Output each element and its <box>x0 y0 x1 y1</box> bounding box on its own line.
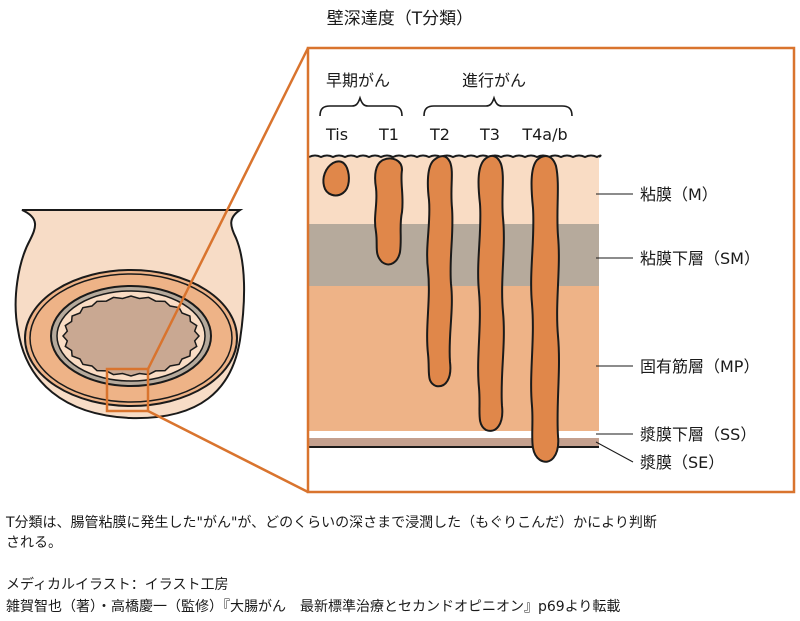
colon-cross-section <box>14 209 246 420</box>
credit-illustration: メディカルイラスト：イラスト工房 <box>6 577 229 593</box>
zoom-connector-bottom <box>147 409 309 494</box>
layer-band-serosa <box>309 438 599 446</box>
zoom-source-box <box>105 367 150 413</box>
t-label-t1: T1 <box>378 125 399 144</box>
group-label-advanced: 進行がん <box>462 71 526 90</box>
page-title: 壁深達度（T分類） <box>326 9 474 29</box>
bracket-early <box>319 95 403 117</box>
t-label-tis: Tis <box>325 125 348 144</box>
caption-line-1: T分類は、腸管粘膜に発生した"がん"が、どのくらいの深さまで浸潤した（もぐりこん… <box>6 515 657 531</box>
bracket-advanced <box>423 95 573 117</box>
layer-label-muscularis: 固有筋層（MP） <box>640 357 759 376</box>
zoom-connector-top <box>146 47 310 370</box>
tumor-t4 <box>530 155 560 463</box>
tumor-t1 <box>374 157 404 266</box>
layer-label-submucosa: 粘膜下層（SM） <box>640 249 760 268</box>
layer-label-mucosa: 粘膜（M） <box>640 185 718 204</box>
t-label-t4ab: T4a/b <box>521 125 567 144</box>
leader-serosa <box>595 441 634 463</box>
tumor-tis <box>322 160 350 197</box>
mucosal-surface-line <box>308 154 602 159</box>
layer-label-serosa: 漿膜（SE） <box>640 453 724 472</box>
layer-band-subserosa <box>309 431 599 438</box>
t-label-t3: T3 <box>479 125 500 144</box>
credit-source: 雑賀智也（著）・高橋慶一（監修）『大腸がん 最新標準治療とセカンドオピニオン』p… <box>6 599 621 615</box>
caption-line-2: される。 <box>6 535 62 551</box>
tumor-t3 <box>477 154 505 432</box>
tumor-invasions <box>322 154 560 463</box>
layer-label-subserosa: 漿膜下層（SS） <box>640 425 756 444</box>
colon-lumen <box>62 295 200 377</box>
t-label-t2: T2 <box>429 125 450 144</box>
zoom-panel: 早期がん 進行がん Tis T1 T2 T3 T4a/b 粘膜（M） 粘膜下層（… <box>308 48 794 492</box>
zoom-frame <box>306 46 796 494</box>
group-label-early: 早期がん <box>326 71 390 90</box>
tumor-t2 <box>426 155 454 388</box>
